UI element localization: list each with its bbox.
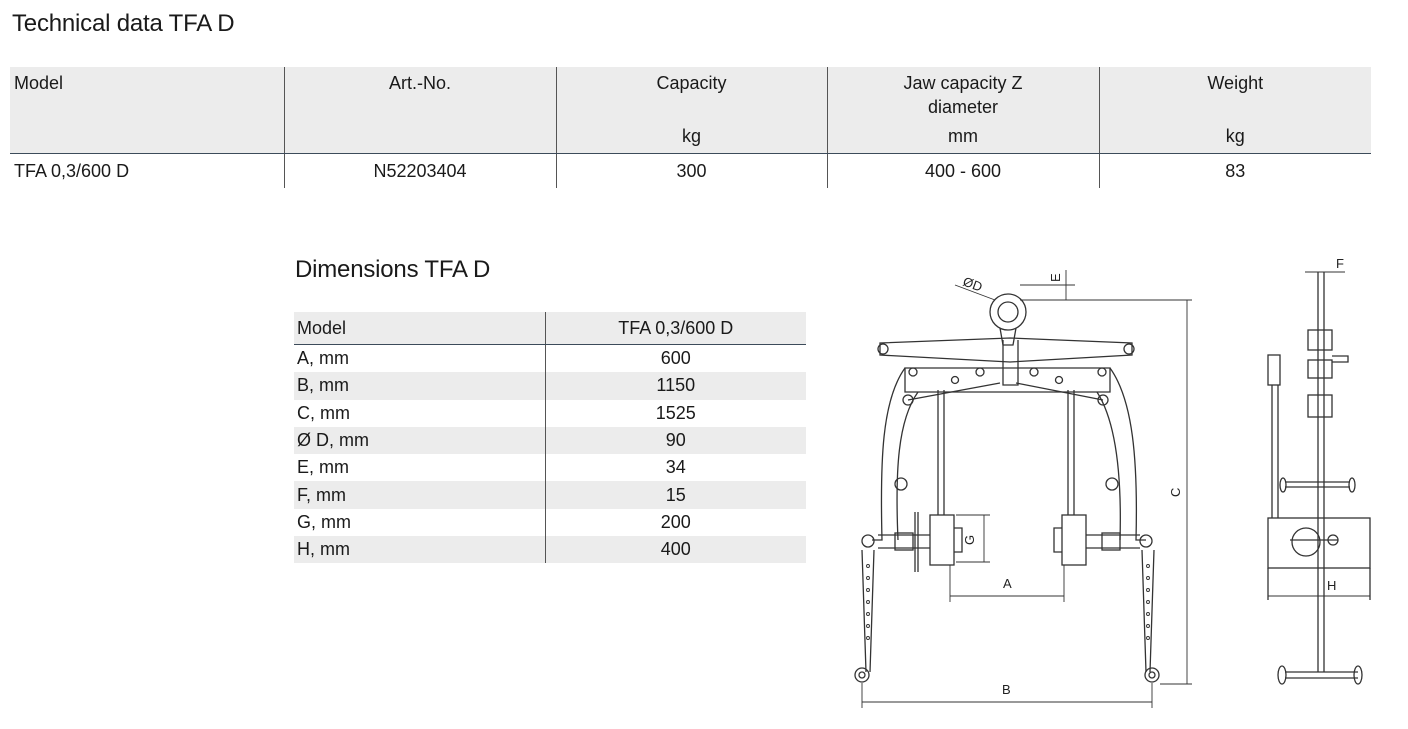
dimensions-title: Dimensions TFA D xyxy=(295,256,491,283)
front-view-drawing xyxy=(854,293,1160,683)
cell-art-no: N52203404 xyxy=(283,153,556,188)
label-b: B xyxy=(1002,682,1011,697)
cell-weight: 83 xyxy=(1098,153,1371,188)
jaw-unit: mm xyxy=(948,126,978,146)
label-g: G xyxy=(962,535,977,545)
side-view-drawing xyxy=(1267,272,1371,685)
dimension-lines xyxy=(861,270,1192,708)
cell-capacity: 300 xyxy=(555,153,827,188)
label-a: A xyxy=(1003,576,1012,591)
technical-data-title: Technical data TFA D xyxy=(12,10,235,37)
label-c: C xyxy=(1168,488,1183,497)
dims-header-value: TFA 0,3/600 D xyxy=(544,312,806,345)
header-art-no: Art.-No. xyxy=(283,67,556,154)
label-f: F xyxy=(1336,256,1344,271)
header-weight: Weight kg xyxy=(1098,67,1371,154)
header-capacity: Capacity kg xyxy=(555,67,827,154)
technical-header-row: Model Art.-No. Capacity kg Jaw capacity … xyxy=(10,67,1371,154)
weight-unit: kg xyxy=(1225,126,1245,146)
cell-model: TFA 0,3/600 D xyxy=(14,160,130,181)
dims-header-model: Model xyxy=(294,312,545,345)
label-h: H xyxy=(1327,578,1336,593)
capacity-unit: kg xyxy=(681,126,701,146)
dimensions-header-row: Model TFA 0,3/600 D xyxy=(294,312,806,345)
cell-jaw-capacity: 400 - 600 xyxy=(826,153,1099,188)
technical-data-table: Model Art.-No. Capacity kg Jaw capacity … xyxy=(10,67,1371,188)
label-d: ØD xyxy=(961,274,984,295)
header-jaw-capacity: Jaw capacity Z diameter mm xyxy=(826,67,1099,154)
label-e: E xyxy=(1048,273,1063,282)
table-row: TFA 0,3/600 D N52203404 300 400 - 600 83 xyxy=(10,153,1371,188)
header-model: Model xyxy=(10,67,284,154)
